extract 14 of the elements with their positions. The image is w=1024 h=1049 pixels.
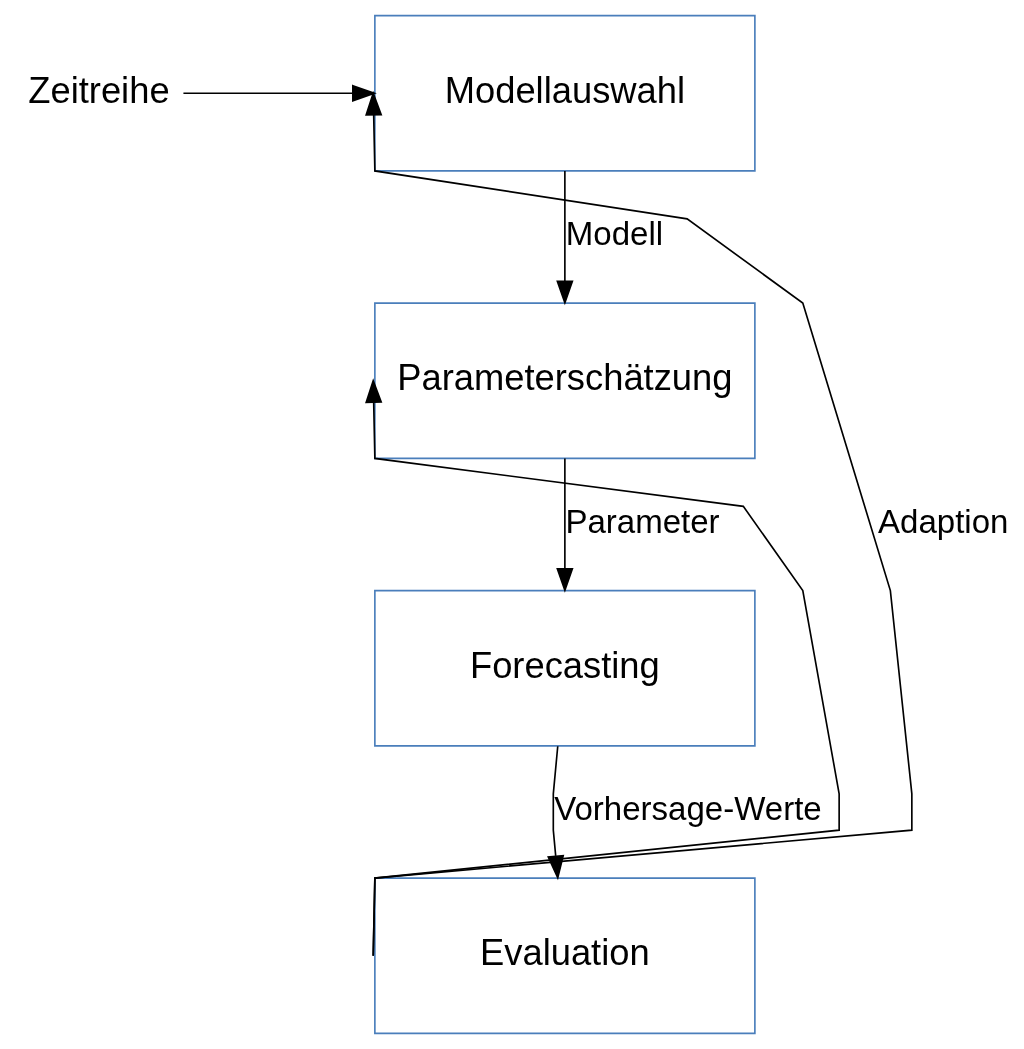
edge-label: Modell xyxy=(565,215,664,253)
node-box: Evaluation xyxy=(374,877,756,1035)
edge-label: Vorhersage-Werte xyxy=(554,790,822,828)
edge-label: Parameter xyxy=(565,502,720,540)
edge-label: Adaption xyxy=(878,502,1009,540)
node-box: Parameterschätzung xyxy=(374,302,756,460)
arrow xyxy=(556,170,574,306)
node-text: Zeitreihe xyxy=(28,69,170,111)
arrow xyxy=(365,90,913,957)
arrow xyxy=(182,84,377,102)
arrow xyxy=(556,457,574,593)
node-box: Modellauswahl xyxy=(374,14,756,172)
node-box: Forecasting xyxy=(374,589,756,747)
arrow xyxy=(365,378,840,957)
